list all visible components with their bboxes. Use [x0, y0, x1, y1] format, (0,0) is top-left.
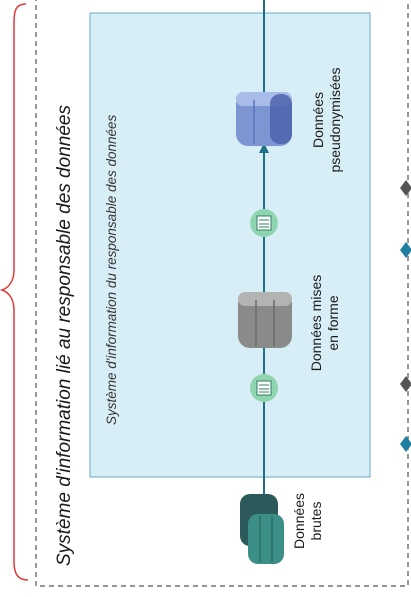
red-brace — [0, 3, 29, 581]
diamond-marker-icon — [400, 436, 411, 452]
formatted-data-label-line: en forme — [325, 295, 341, 351]
diamond-marker-icon — [400, 376, 411, 392]
inner-system-title: Système d'information du responsable des… — [104, 114, 119, 425]
pseudo-data-label-line: pseudonymisées — [327, 67, 343, 173]
raw-data-database-icon — [240, 494, 284, 564]
pseudo-data-database-icon — [236, 92, 292, 146]
process-icon — [250, 374, 278, 402]
arrow-head — [259, 143, 269, 153]
raw-data-label: Données brutes — [291, 486, 325, 556]
formatted-data-database-icon — [238, 292, 292, 348]
process-icon — [250, 209, 278, 237]
pseudo-data-label: Données pseudonymisées — [310, 60, 344, 180]
raw-data-label-line: brutes — [308, 501, 324, 541]
inner-system-box — [89, 12, 371, 478]
diamond-marker-icon — [400, 180, 411, 196]
outer-boundary — [35, 0, 409, 587]
diamond-marker-icon — [400, 242, 411, 258]
raw-data-label-line: Données — [291, 492, 307, 550]
formatted-data-label: Données mises en forme — [308, 268, 342, 378]
formatted-data-label-line: Données mises — [308, 274, 324, 372]
pseudo-data-label-line: Données — [310, 91, 326, 149]
outer-system-title: Système d'information lié au responsable… — [54, 105, 75, 566]
